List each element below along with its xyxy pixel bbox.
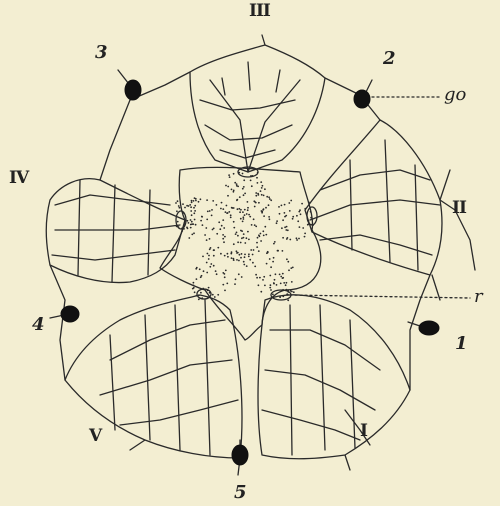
arm-I-plates	[258, 295, 410, 459]
label-r: r	[474, 288, 483, 306]
gonad-4	[61, 306, 79, 322]
gonad-2	[354, 90, 370, 108]
label-go: go	[444, 86, 466, 104]
gonad-5	[232, 445, 248, 465]
arm-IV-plates	[46, 179, 185, 283]
label-interradius-5: 5	[234, 484, 247, 502]
disc-stippling	[175, 172, 314, 301]
gonad-1	[419, 321, 439, 335]
label-interradius-4: 4	[32, 316, 45, 334]
arm-II-plates	[305, 120, 475, 300]
central-disc-outline	[160, 167, 321, 340]
label-interradius-2: 2	[383, 50, 396, 68]
ring-oval-V	[197, 289, 211, 299]
label-interradius-3: 3	[95, 44, 108, 62]
arm-III-plates	[190, 35, 325, 172]
label-interradius-1: 1	[455, 335, 468, 353]
label-ambulacrum-III: III	[249, 3, 270, 20]
label-ambulacrum-IV: IV	[9, 170, 28, 187]
label-ambulacrum-V: V	[89, 428, 101, 445]
label-ambulacrum-II: II	[452, 200, 466, 217]
gonad-3	[125, 80, 141, 100]
label-ambulacrum-I: I	[360, 423, 367, 440]
interradial-plates	[50, 72, 450, 475]
